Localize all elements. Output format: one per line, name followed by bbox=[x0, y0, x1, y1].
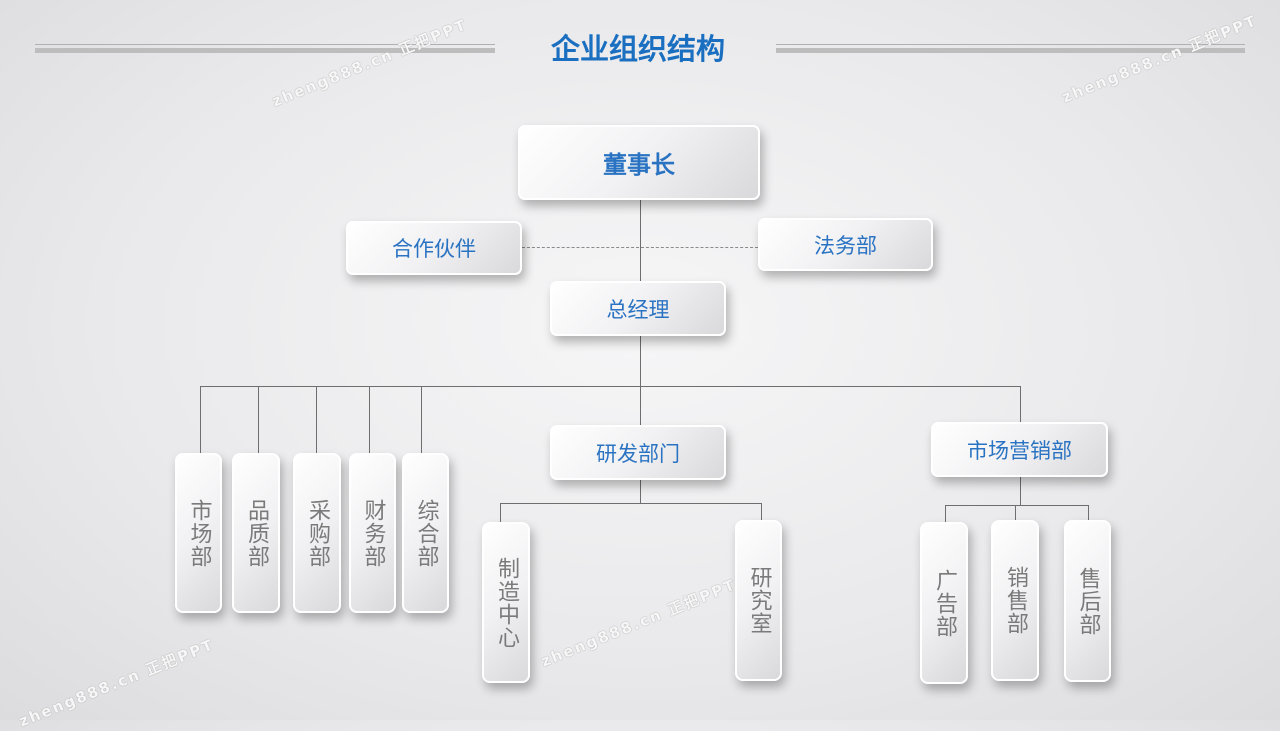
node-partner[interactable]: 合作伙伴 bbox=[346, 221, 522, 275]
connector bbox=[369, 386, 370, 453]
connector bbox=[200, 386, 1021, 387]
connector bbox=[500, 503, 501, 523]
node-purchase[interactable]: 采购部 bbox=[293, 453, 341, 613]
dashed-connector bbox=[522, 247, 758, 248]
node-general-affairs[interactable]: 综合部 bbox=[402, 453, 449, 613]
watermark: zheng888.cn 正把PPT bbox=[16, 635, 217, 731]
node-sales[interactable]: 销售部 bbox=[991, 520, 1039, 681]
connector bbox=[640, 386, 641, 426]
title-line-left-thin bbox=[35, 44, 495, 45]
connector bbox=[1015, 505, 1016, 520]
watermark: zheng888.cn 正把PPT bbox=[538, 575, 739, 671]
node-aftersales[interactable]: 售后部 bbox=[1064, 520, 1111, 682]
title-line-right-thin bbox=[776, 44, 1245, 45]
connector bbox=[945, 505, 1088, 506]
title-line-right bbox=[776, 48, 1245, 53]
node-market[interactable]: 市场部 bbox=[175, 453, 222, 613]
node-lab[interactable]: 研究室 bbox=[735, 520, 782, 681]
node-quality[interactable]: 品质部 bbox=[232, 453, 280, 613]
watermark: zheng888.cn 正把PPT bbox=[269, 15, 470, 111]
connector bbox=[258, 386, 259, 453]
connector bbox=[761, 503, 762, 521]
connector bbox=[945, 505, 946, 522]
node-chairman[interactable]: 董事长 bbox=[518, 125, 760, 200]
node-general-manager[interactable]: 总经理 bbox=[550, 281, 726, 336]
node-marketing[interactable]: 市场营销部 bbox=[931, 422, 1108, 477]
node-rnd[interactable]: 研发部门 bbox=[550, 425, 726, 480]
node-manufacturing[interactable]: 制造中心 bbox=[482, 522, 530, 683]
page-title: 企业组织结构 bbox=[550, 32, 725, 66]
connector bbox=[640, 480, 641, 503]
watermark: zheng888.cn 正把PPT bbox=[1059, 11, 1260, 107]
connector bbox=[1088, 505, 1089, 520]
title-line-left bbox=[35, 48, 495, 53]
connector bbox=[200, 386, 201, 453]
connector bbox=[1020, 477, 1021, 505]
connector bbox=[316, 386, 317, 453]
node-ads[interactable]: 广告部 bbox=[920, 522, 968, 684]
node-finance[interactable]: 财务部 bbox=[349, 453, 396, 613]
node-legal[interactable]: 法务部 bbox=[758, 218, 933, 271]
connector bbox=[500, 503, 762, 504]
connector bbox=[421, 386, 422, 453]
connector bbox=[1020, 386, 1021, 423]
